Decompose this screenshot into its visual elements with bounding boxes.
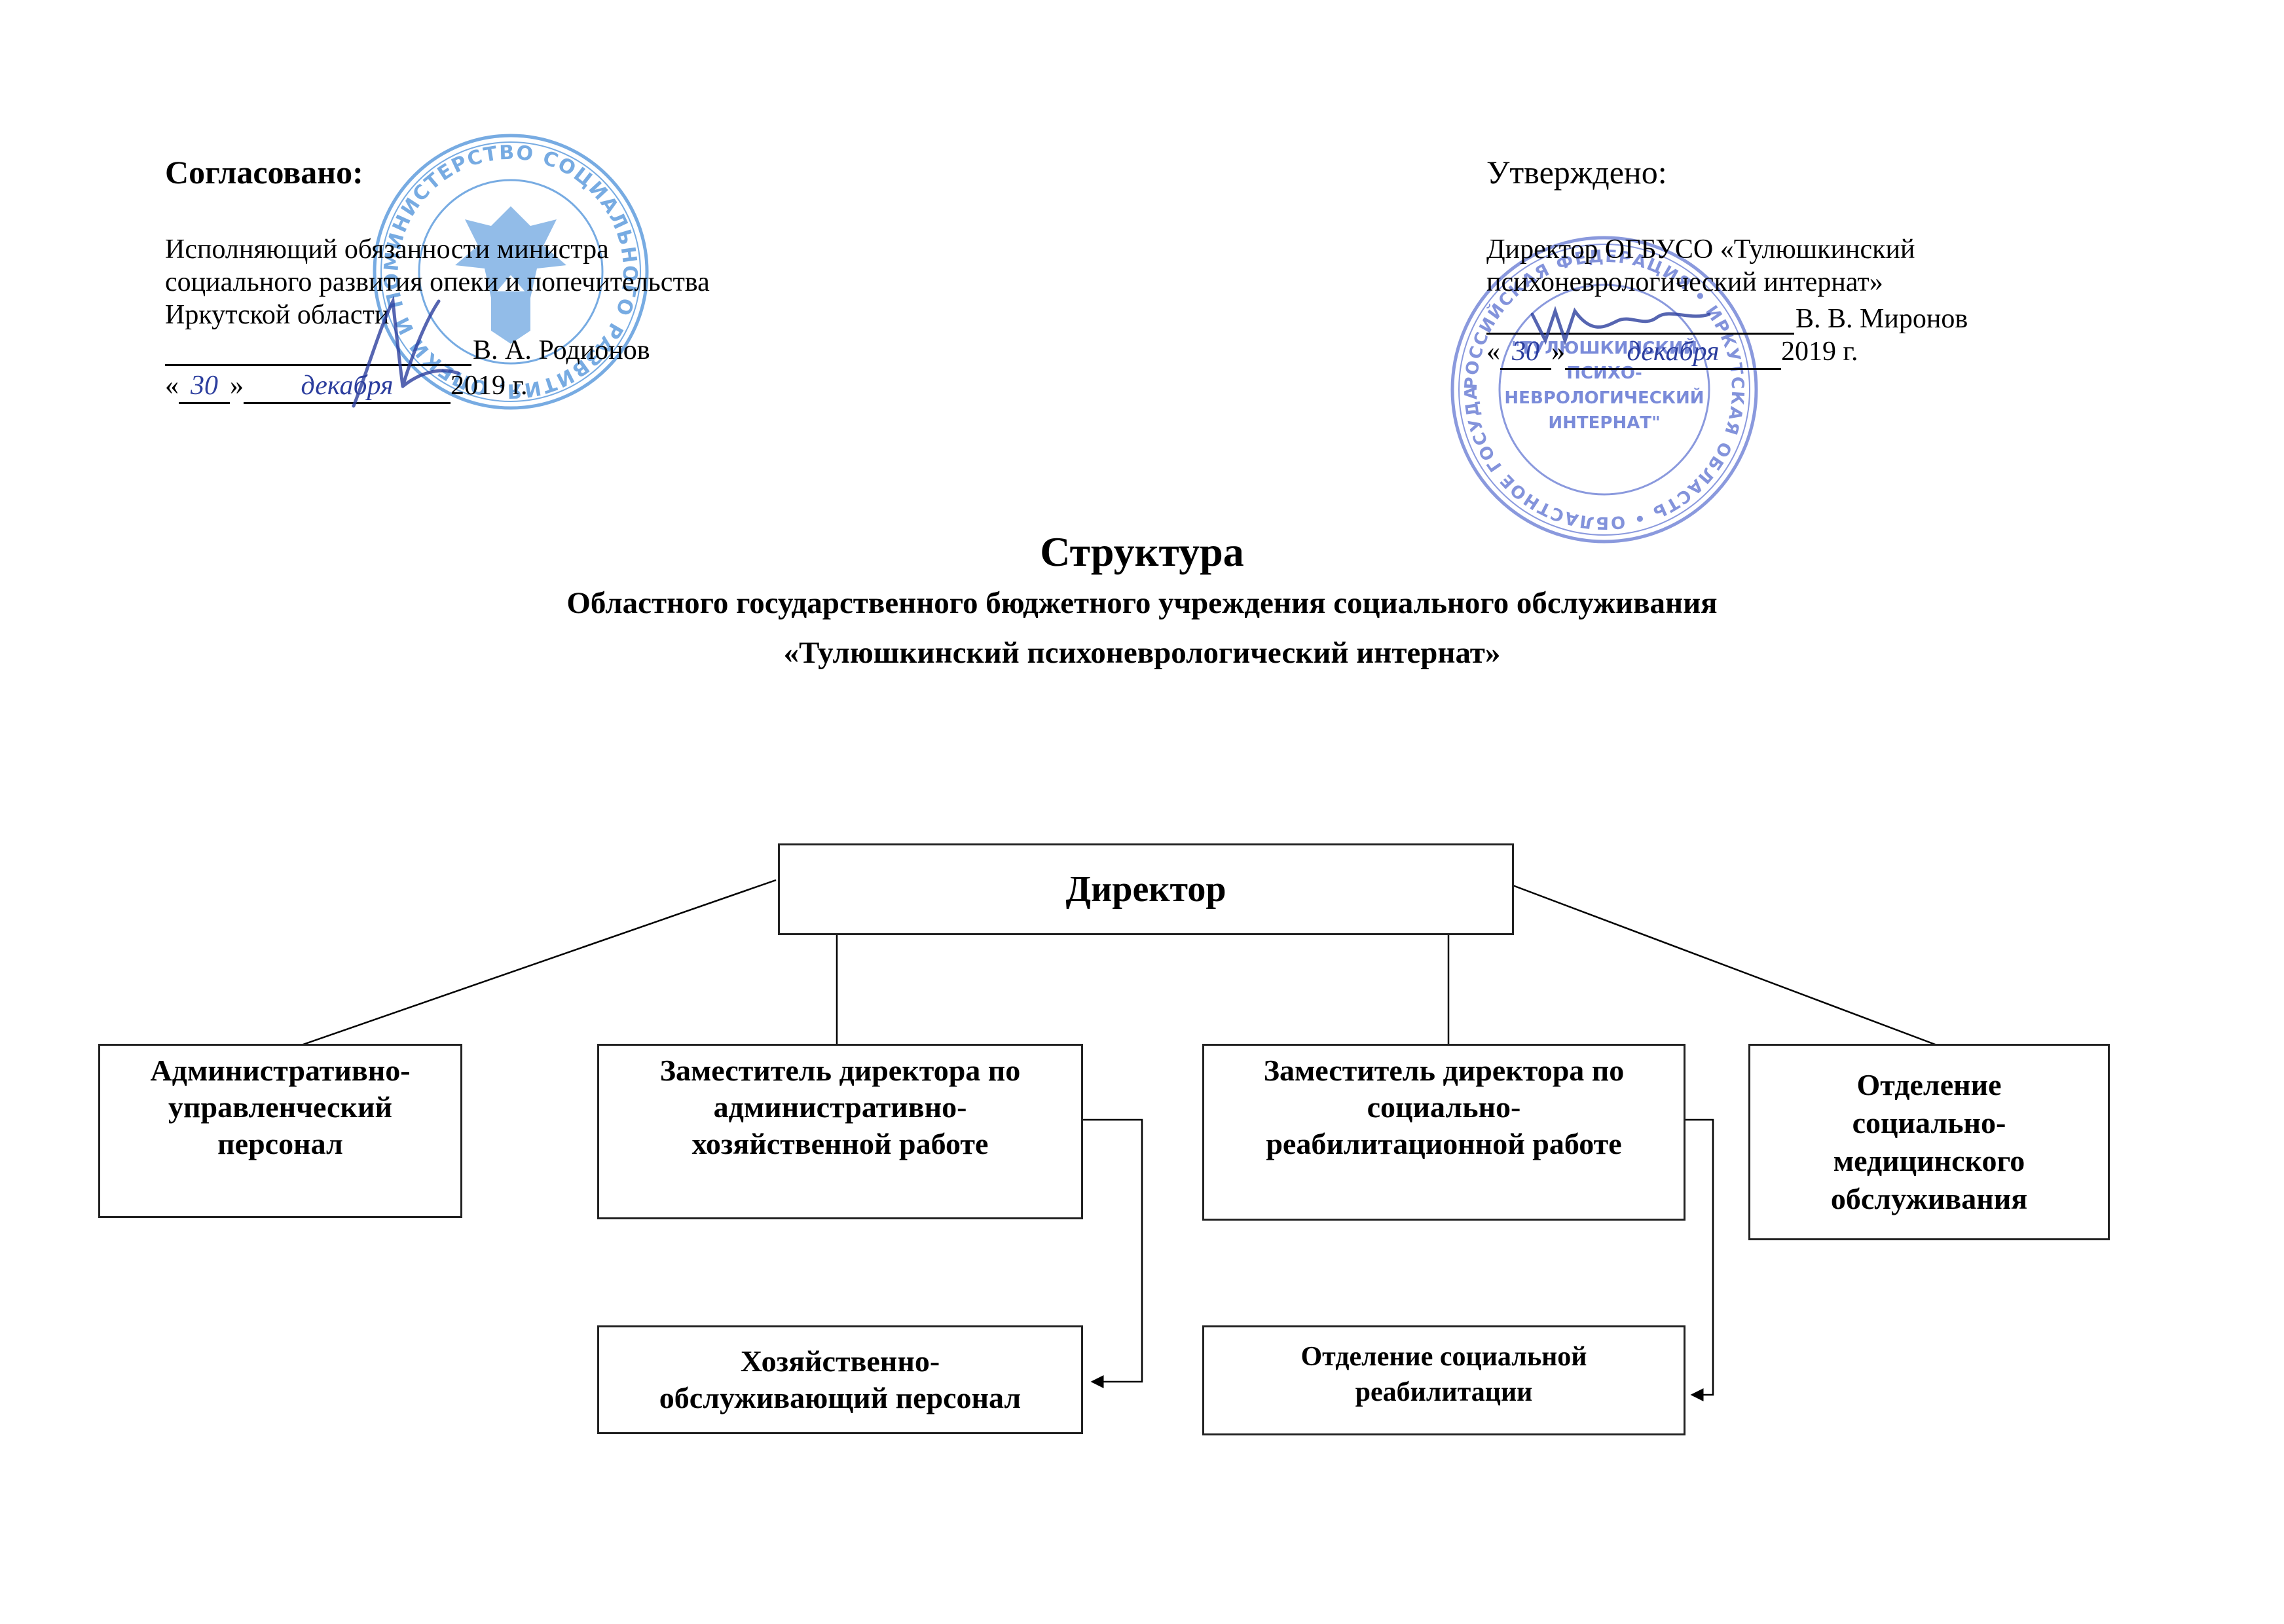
org-rehab-dept: Отделение социальной реабилитации (1202, 1325, 1685, 1435)
org-service-staff-line: Хозяйственно- (740, 1344, 940, 1378)
approval-right-heading: Утверждено: (1486, 154, 1667, 191)
connector-deputy-admin-service-staff (1082, 1118, 1143, 1388)
approval-left-signature-line (165, 364, 471, 366)
org-admin-staff-line: Административно- (150, 1054, 411, 1087)
org-medical-dept-line: обслуживания (1830, 1182, 2028, 1215)
connector-deputy-social-rehab-dept (1684, 1118, 1714, 1401)
org-admin-staff: Административно- управленческий персонал (98, 1044, 462, 1218)
approval-right-signer: В. В. Миронов (1796, 304, 1968, 334)
org-deputy-admin-line: административно- (713, 1090, 967, 1124)
date-year: 2019 г. (1781, 337, 1858, 367)
org-deputy-social-line: реабилитационной работе (1266, 1127, 1622, 1160)
org-rehab-dept-line: реабилитации (1355, 1377, 1533, 1407)
org-director: Директор (778, 843, 1514, 935)
org-service-staff-line: обслуживающий персонал (659, 1381, 1022, 1414)
approval-left-heading: Согласовано: (165, 154, 363, 191)
org-medical-dept: Отделение социально- медицинского обслуж… (1748, 1044, 2110, 1240)
connector-director-admin-staff (301, 879, 777, 1046)
approval-left-line2: социального развития опеки и попечительс… (165, 267, 710, 297)
connector-director-medical-dept (1512, 884, 1938, 1046)
approval-left-signer: В. А. Родионов (473, 335, 650, 365)
org-admin-staff-line: управленческий (168, 1090, 392, 1124)
date-close-quote: » (230, 371, 244, 401)
org-director-label: Директор (1065, 869, 1226, 910)
approval-right-line1: Директор ОГБУСО «Тулюшкинский (1486, 234, 1915, 265)
org-deputy-admin-line: хозяйственной работе (691, 1127, 989, 1160)
org-deputy-admin-line: Заместитель директора по (659, 1054, 1021, 1087)
approval-right-line2: психоневрологический интернат» (1486, 267, 1883, 297)
org-deputy-social-line: социально- (1367, 1090, 1521, 1124)
date-day: 30 (179, 369, 230, 404)
org-medical-dept-line: социально- (1852, 1106, 2006, 1139)
approval-left-line3: Иркутской области (165, 300, 390, 330)
date-year: 2019 г. (451, 371, 528, 401)
org-medical-dept-line: медицинского (1833, 1144, 2025, 1177)
page-title: Структура (1040, 528, 1244, 575)
date-open-quote: « (1486, 337, 1500, 367)
page-subtitle-line2: «Тулюшкинский психоневрологический интер… (783, 636, 1501, 670)
org-admin-staff-line: персонал (217, 1127, 343, 1160)
org-medical-dept-line: Отделение (1856, 1068, 2002, 1101)
org-deputy-social-line: Заместитель директора по (1263, 1054, 1625, 1087)
approval-left-line1: Исполняющий обязанности министра (165, 234, 609, 265)
date-open-quote: « (165, 371, 179, 401)
org-service-staff: Хозяйственно- обслуживающий персонал (597, 1325, 1083, 1434)
org-rehab-dept-line: Отделение социальной (1300, 1342, 1587, 1372)
org-deputy-social: Заместитель директора по социально- реаб… (1202, 1044, 1685, 1221)
org-deputy-admin: Заместитель директора по административно… (597, 1044, 1083, 1219)
page-subtitle-line1: Областного государственного бюджетного у… (566, 586, 1718, 620)
